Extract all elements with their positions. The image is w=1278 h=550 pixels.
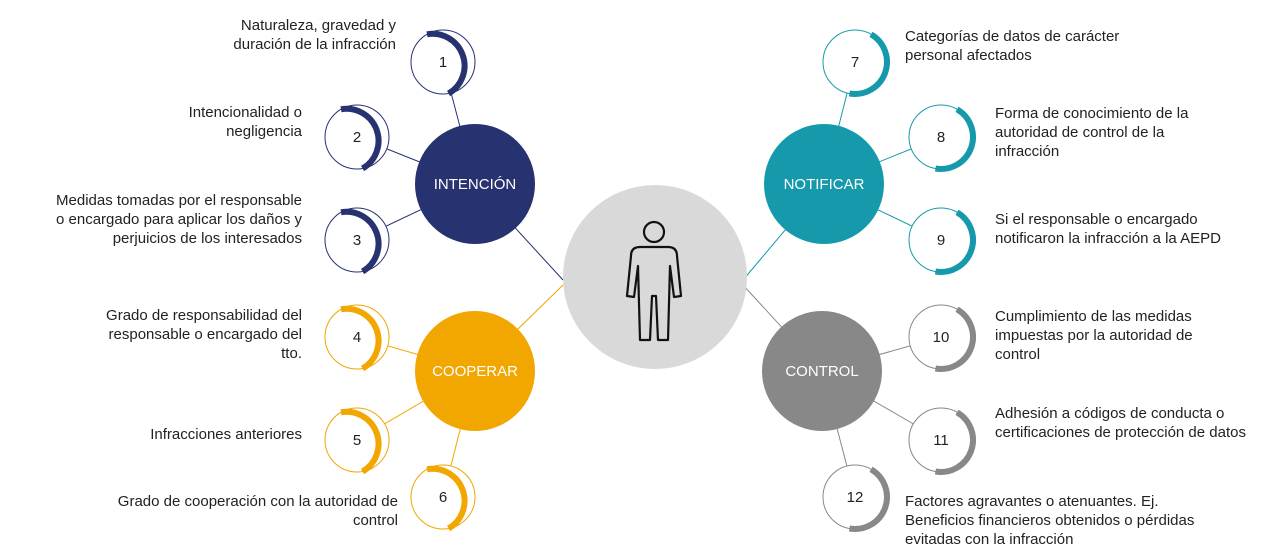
item-node-12: 12 (822, 464, 890, 532)
item-arc-9 (934, 209, 976, 275)
item-node-2: 2 (324, 104, 390, 172)
item-node-3: 3 (324, 207, 390, 275)
item-node-6: 6 (410, 464, 476, 532)
item-label-3: Medidas tomadas por el responsable o enc… (56, 192, 302, 247)
item-number-1: 1 (439, 54, 447, 71)
item-node-9: 9 (908, 207, 976, 275)
item-node-4: 4 (324, 304, 390, 372)
hub-intencion (415, 124, 535, 244)
item-label-9: Si el responsable o encargado notificaro… (995, 211, 1221, 247)
item-arc-3 (340, 208, 382, 275)
item-label-12: Factores agravantes o atenuantes. Ej. Be… (905, 493, 1195, 548)
hub-label-control: CONTROL (785, 363, 858, 380)
item-arc-8 (934, 106, 976, 172)
hub-label-notificar: NOTIFICAR (784, 176, 865, 193)
item-arc-2 (340, 105, 382, 172)
hub-cooperar (415, 311, 535, 431)
hub-label-intencion: INTENCIÓN (434, 176, 517, 193)
item-number-12: 12 (847, 489, 864, 506)
hub-circles: INTENCIÓN NOTIFICAR COOPERAR CONTROL (415, 124, 884, 431)
hub-label-cooperar: COOPERAR (432, 363, 518, 380)
item-label-7: Categorías de datos de carácter personal… (905, 28, 1120, 64)
item-number-7: 7 (851, 54, 859, 71)
item-arc-1 (426, 30, 468, 97)
item-node-11: 11 (908, 407, 976, 475)
item-number-4: 4 (353, 329, 361, 346)
item-node-1: 1 (410, 29, 476, 97)
item-label-8: Forma de conocimiento de la autoridad de… (995, 105, 1189, 160)
item-node-5: 5 (324, 407, 390, 475)
item-number-5: 5 (353, 432, 361, 449)
item-node-7: 7 (822, 29, 890, 97)
item-number-2: 2 (353, 129, 361, 146)
center-node (563, 185, 747, 369)
center-circle (563, 185, 747, 369)
item-arc-6 (426, 465, 468, 532)
item-number-10: 10 (933, 329, 950, 346)
item-label-2: Intencionalidad o negligencia (188, 104, 302, 140)
item-label-1: Naturaleza, gravedad y duración de la in… (233, 17, 396, 53)
item-label-4: Grado de responsabilidad del responsable… (106, 307, 302, 362)
item-number-8: 8 (937, 129, 945, 146)
item-arc-5 (340, 408, 382, 475)
item-arc-10 (934, 306, 976, 372)
item-label-11: Adhesión a códigos de conducta o certifi… (995, 405, 1246, 441)
item-arc-12 (848, 466, 890, 532)
hub-notificar (764, 124, 884, 244)
item-label-5: Infracciones anteriores (150, 426, 302, 443)
item-number-3: 3 (353, 232, 361, 249)
item-label-10: Cumplimiento de las medidas impuestas po… (995, 308, 1193, 363)
item-arc-4 (340, 305, 382, 372)
item-arc-11 (934, 409, 976, 475)
item-number-9: 9 (937, 232, 945, 249)
item-number-11: 11 (933, 432, 949, 449)
item-node-10: 10 (908, 304, 976, 372)
item-arc-7 (848, 31, 890, 97)
hub-control (762, 311, 882, 431)
item-node-8: 8 (908, 104, 976, 172)
item-label-6: Grado de cooperación con la autoridad de… (117, 493, 398, 529)
person-icon (625, 220, 683, 342)
item-number-6: 6 (439, 489, 447, 506)
